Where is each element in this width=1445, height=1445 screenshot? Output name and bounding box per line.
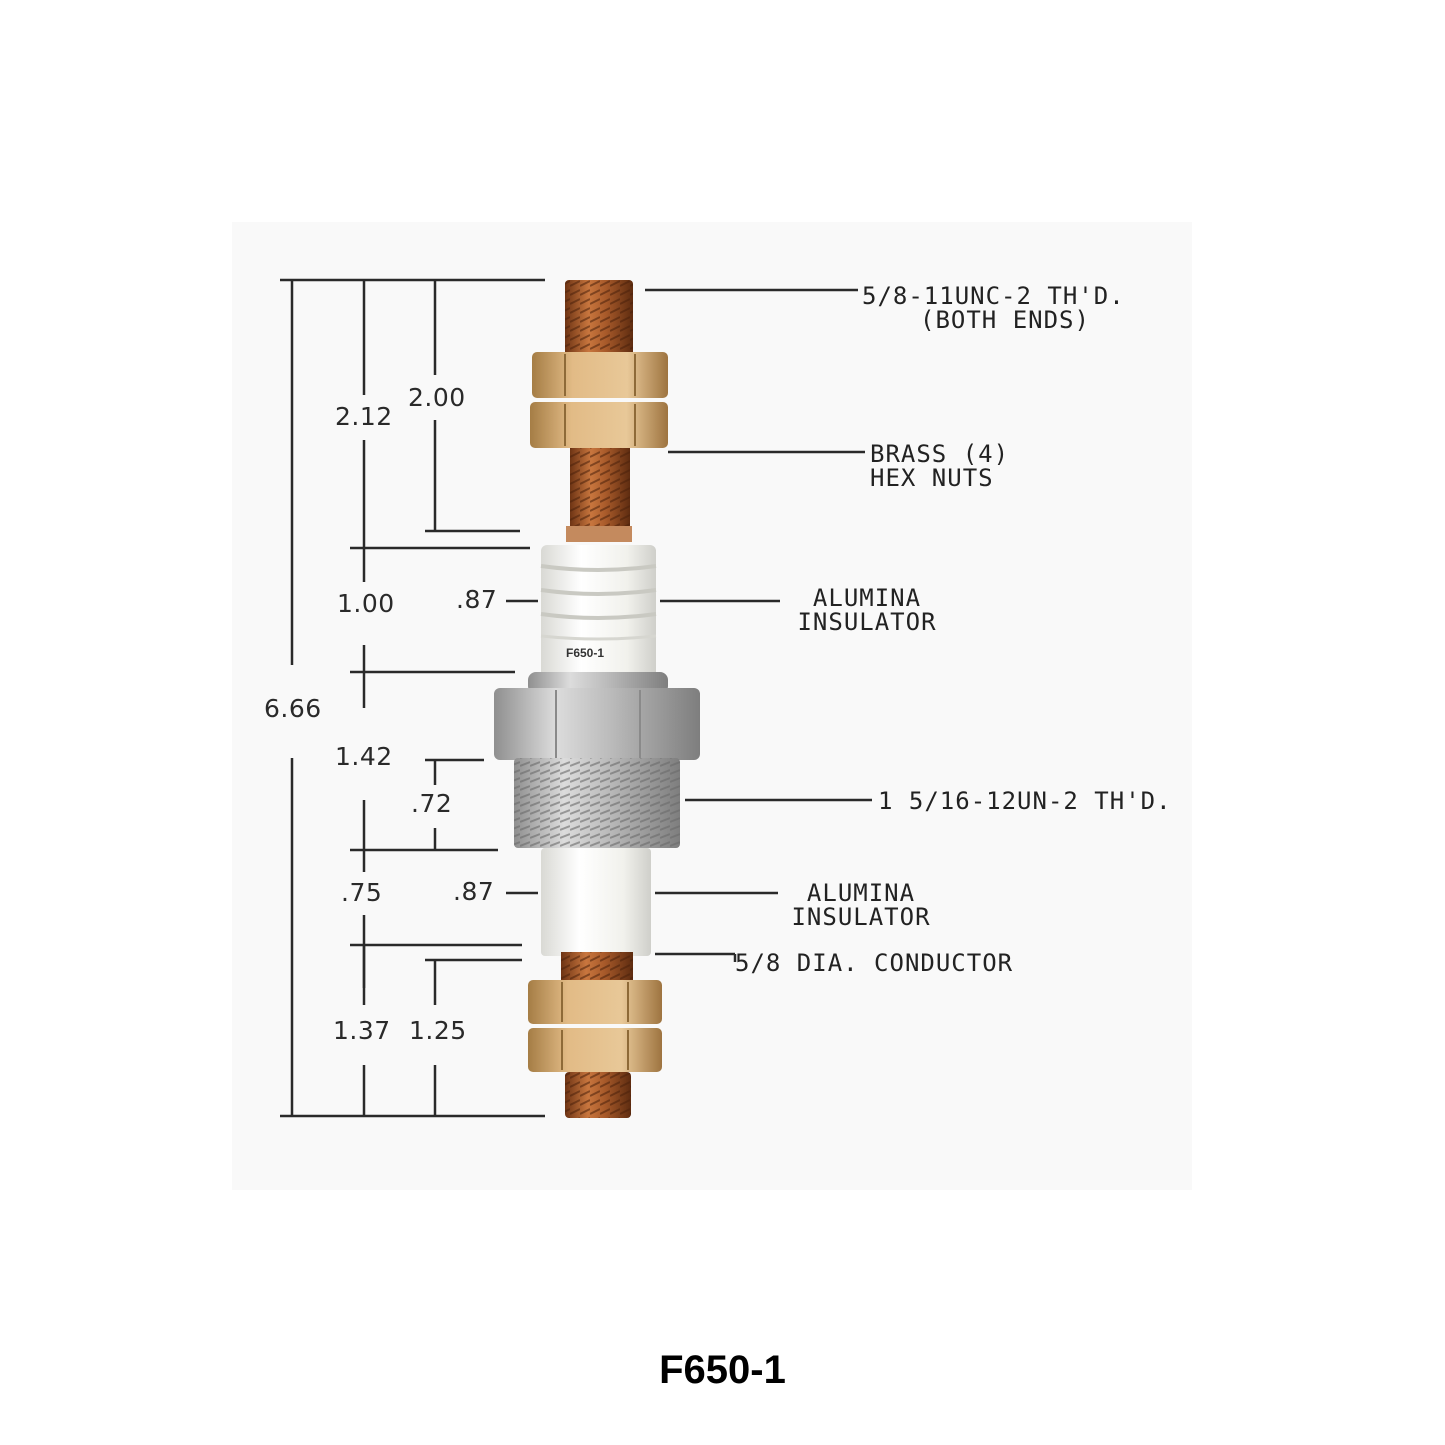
dim-overall-label: 6.66 (264, 694, 322, 723)
callout-hex-nuts-line1: BRASS (4) (870, 440, 1010, 468)
top-threaded-stud (565, 280, 633, 542)
callout-lower-insulator-line1: ALUMINA (806, 879, 916, 907)
dim-bottom-stud-total-label: 1.37 (333, 1016, 391, 1045)
diagram-panel (232, 222, 1192, 1190)
upper-alumina-insulator (540, 545, 657, 680)
bottom-hex-nuts (528, 980, 662, 1072)
callout-conductor: 5/8 DIA. CONDUCTOR (735, 949, 1014, 977)
callout-lower-insulator-line2: INSULATOR (791, 903, 931, 931)
callout-top-thread: 5/8-11UNC-2 TH'D. (BOTH ENDS) (862, 284, 1125, 332)
dim-lower-insulator-dia-label: .87 (453, 877, 495, 906)
dim-upper-insulator-dia-label: .87 (456, 585, 498, 614)
callout-top-thread-line2: (BOTH ENDS) (920, 306, 1090, 334)
dim-top-stud-total-label: 2.12 (335, 402, 393, 431)
steel-hex-body (494, 672, 700, 848)
lower-alumina-insulator (541, 848, 651, 956)
dim-upper-insulator-len-label: 1.00 (337, 589, 395, 618)
callout-hex-nuts: BRASS (4) HEX NUTS (870, 442, 1009, 490)
dim-body-len-label: 1.42 (335, 742, 393, 771)
callout-hex-nuts-line2: HEX NUTS (870, 464, 994, 492)
callout-upper-insulator-line1: ALUMINA (812, 584, 922, 612)
callout-top-thread-line1: 5/8-11UNC-2 TH'D. (862, 282, 1125, 310)
top-hex-nuts (530, 352, 668, 448)
body-stamp: F650-1 (566, 646, 605, 660)
dim-body-thread-len-label: .72 (411, 789, 453, 818)
dim-bottom-stud-thread-label: 1.25 (409, 1016, 467, 1045)
part-number-title: F650-1 (659, 1348, 786, 1392)
callout-upper-insulator: ALUMINA INSULATOR (792, 586, 942, 634)
callout-leaders (645, 288, 872, 962)
callout-body-thread: 1 5/16-12UN-2 TH'D. (878, 787, 1172, 815)
callout-lower-insulator: ALUMINA INSULATOR (786, 881, 936, 929)
bottom-threaded-stud (561, 952, 633, 1118)
dimension-lines (280, 278, 545, 1118)
callout-upper-insulator-line2: INSULATOR (797, 608, 937, 636)
dim-lower-insulator-len-label: .75 (341, 878, 383, 907)
dim-top-stud-thread-label: 2.00 (408, 383, 466, 412)
